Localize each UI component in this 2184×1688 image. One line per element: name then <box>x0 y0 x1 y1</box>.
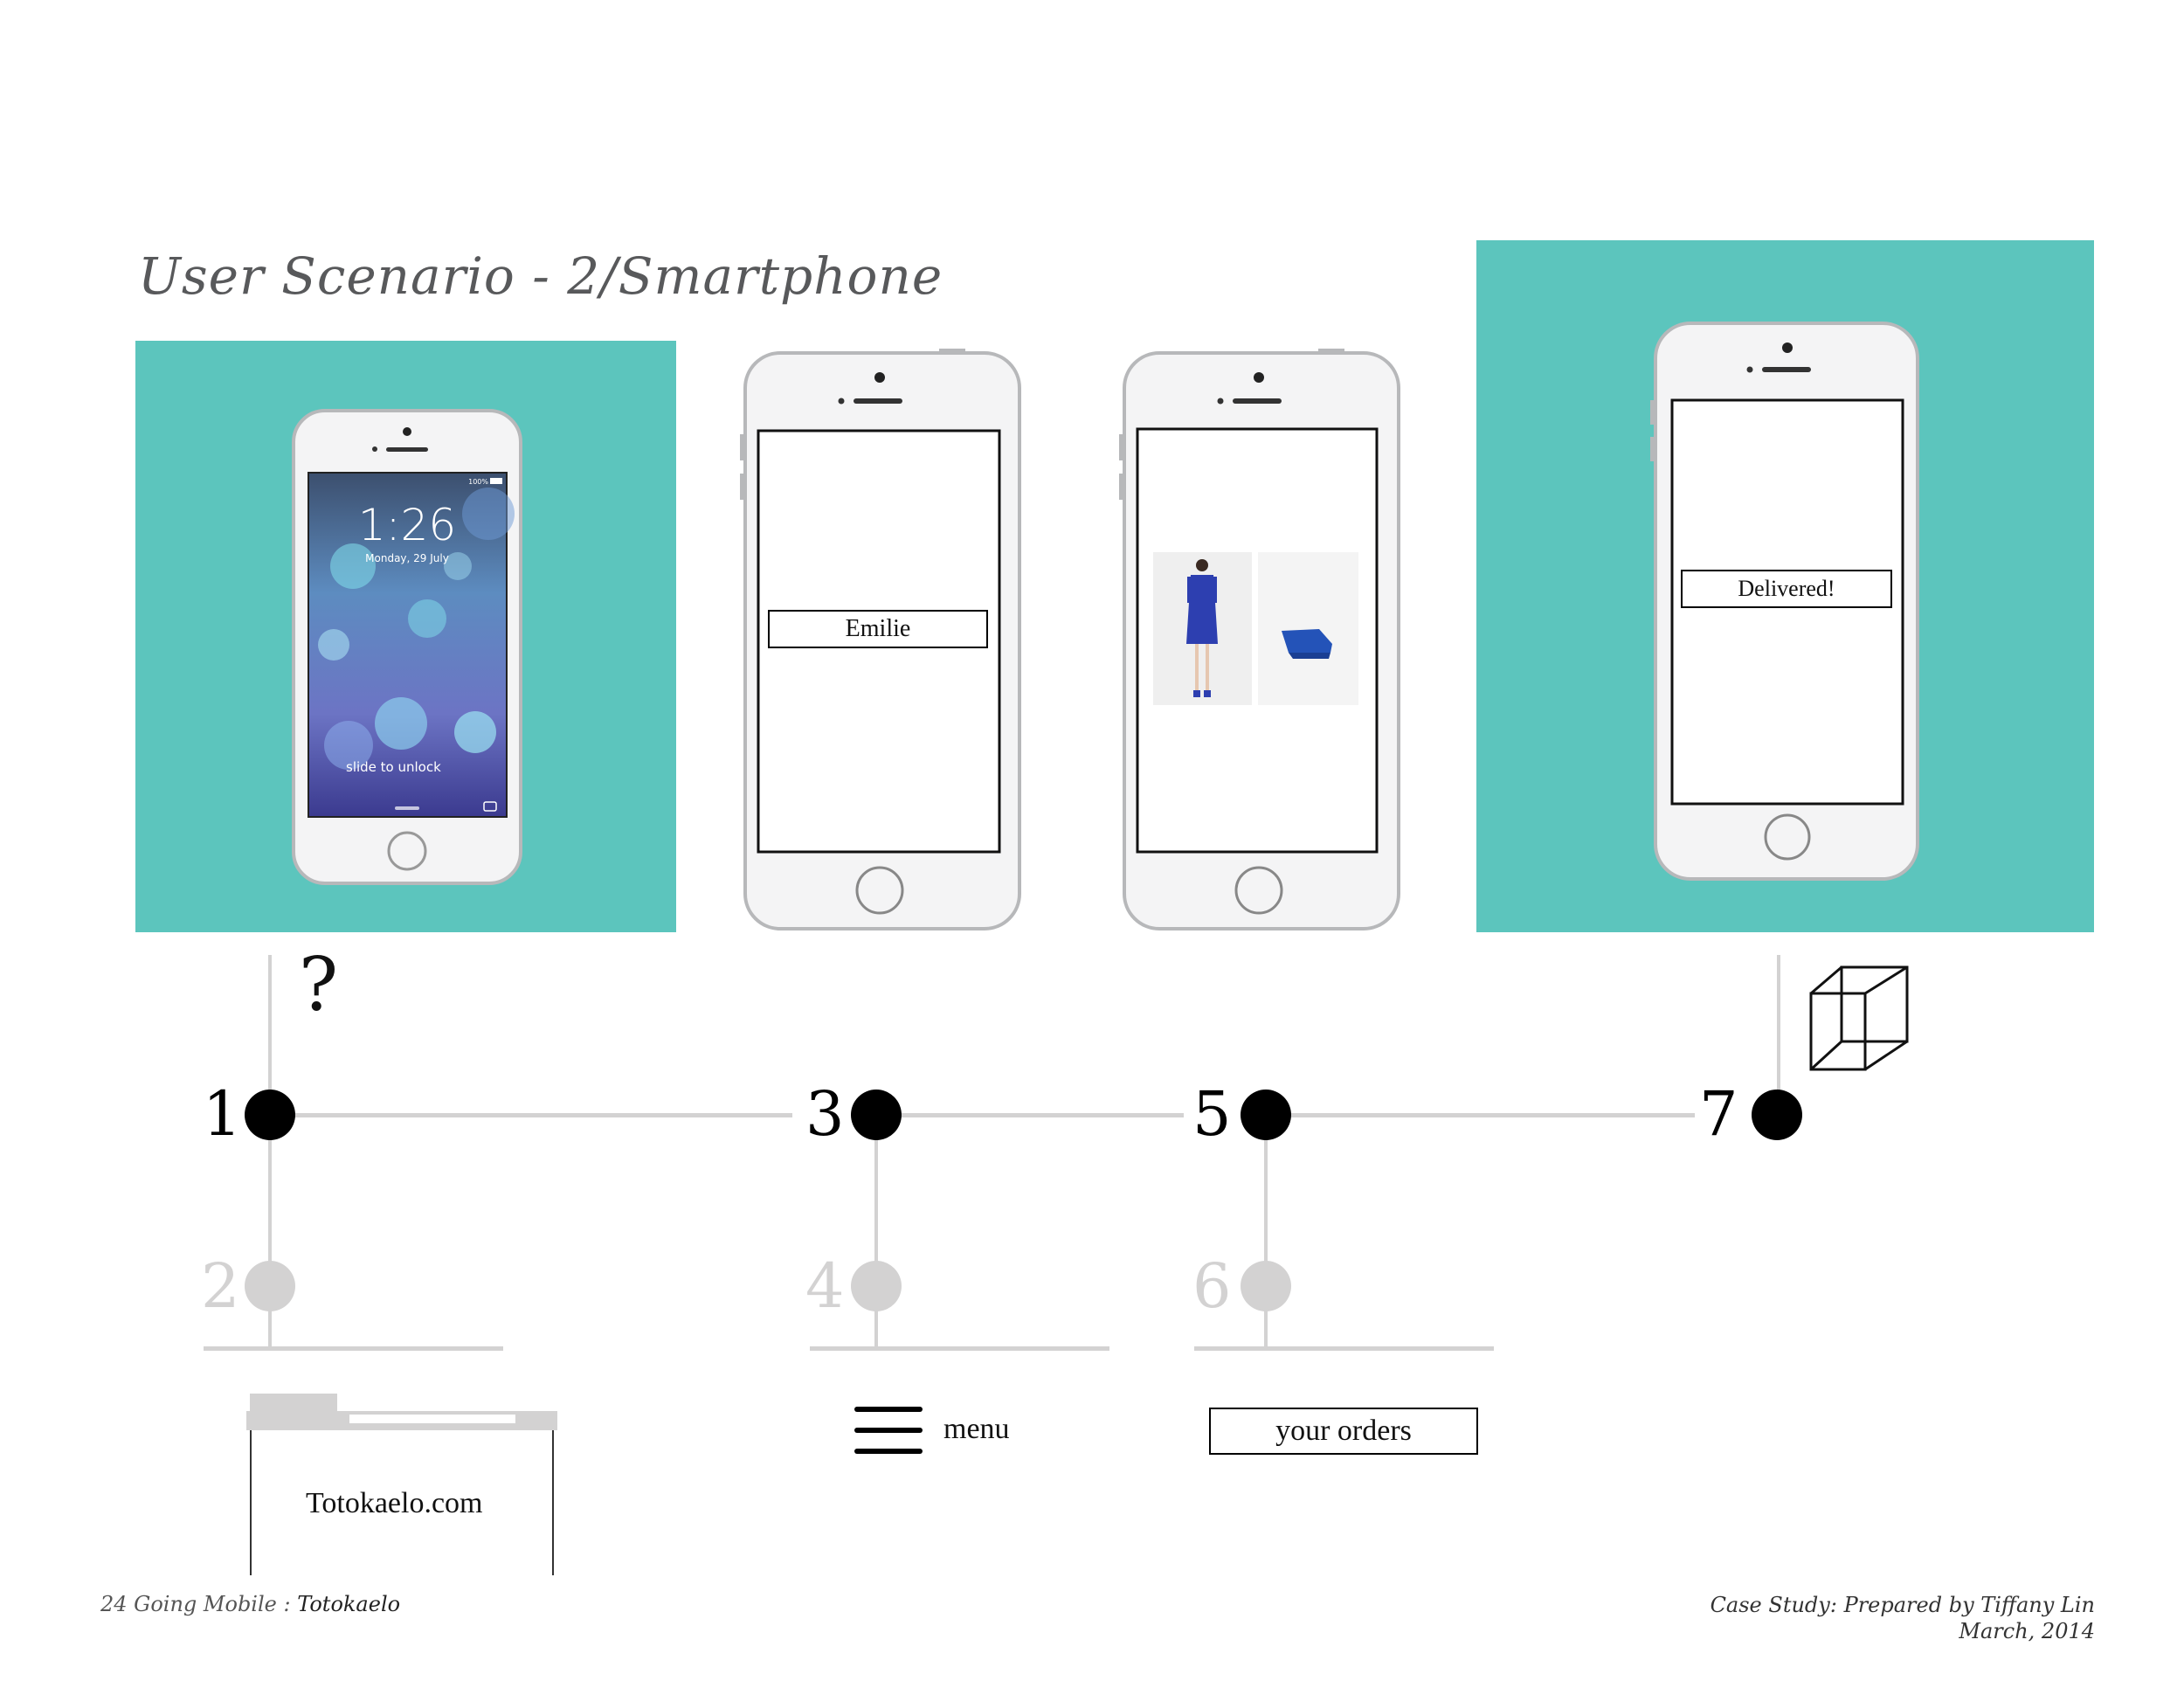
step-dot-6 <box>1241 1261 1291 1311</box>
step-number-7: 7 <box>1699 1078 1738 1150</box>
base-line-4 <box>810 1346 1109 1351</box>
branch-5-6 <box>1264 1136 1268 1350</box>
footer-page-info: 24 Going Mobile : Totokaelo <box>100 1592 400 1616</box>
timeline-1-3 <box>293 1113 792 1117</box>
step-dot-3 <box>851 1090 902 1140</box>
hamburger-menu-icon[interactable] <box>854 1407 923 1455</box>
step-number-2: 2 <box>201 1250 240 1322</box>
site-name: Totokaelo.com <box>306 1487 483 1519</box>
footer-page-label: 24 Going Mobile : <box>100 1592 298 1616</box>
branch-1-2 <box>268 1136 272 1350</box>
step-dot-1 <box>245 1090 295 1140</box>
step-dot-4 <box>851 1261 902 1311</box>
step-dot-7 <box>1752 1090 1802 1140</box>
question-mark-icon: ? <box>299 942 339 1027</box>
package-box-icon <box>1809 965 1909 1071</box>
delivered-label: Delivered! <box>1681 570 1892 608</box>
lock-date: Monday, 29 July <box>365 552 449 564</box>
footer-date: March, 2014 <box>1959 1619 2095 1643</box>
phone-lock-screen: 1:26 Monday, 29 July 100% slide to unloc… <box>292 409 522 885</box>
slide-to-unlock: slide to unlock <box>346 759 441 775</box>
branch-3-4 <box>874 1136 878 1350</box>
step-number-5: 5 <box>1192 1078 1232 1150</box>
step-dot-5 <box>1241 1090 1291 1140</box>
timeline-5-7 <box>1291 1113 1695 1117</box>
step-dot-2 <box>245 1261 295 1311</box>
phone-products-screen <box>1119 349 1400 930</box>
footer-brand: Totokaelo <box>297 1592 401 1616</box>
connector-7-up <box>1777 955 1780 1121</box>
name-label: Emilie <box>768 610 988 648</box>
your-orders-button[interactable]: your orders <box>1209 1408 1478 1455</box>
step-number-1: 1 <box>203 1078 242 1150</box>
timeline-3-5 <box>900 1113 1184 1117</box>
connector-1-up <box>268 955 272 1121</box>
step-number-6: 6 <box>1192 1250 1232 1322</box>
footer-credit: Case Study: Prepared by Tiffany Lin Marc… <box>1711 1592 2095 1644</box>
lock-time: 1:26 <box>358 500 456 550</box>
blue-dress-photo[interactable] <box>1153 552 1252 705</box>
base-line-2 <box>204 1346 503 1351</box>
browser-window-sketch <box>246 1394 557 1575</box>
blue-wedge-shoe-photo[interactable] <box>1258 552 1358 705</box>
step-number-4: 4 <box>805 1250 845 1322</box>
menu-label[interactable]: menu <box>943 1413 1010 1445</box>
step-number-3: 3 <box>805 1078 845 1150</box>
page-title: User Scenario - 2/Smartphone <box>138 246 943 306</box>
footer-author: Case Study: Prepared by Tiffany Lin <box>1710 1593 2095 1617</box>
base-line-6 <box>1194 1346 1494 1351</box>
lock-battery: 100% <box>468 478 488 486</box>
